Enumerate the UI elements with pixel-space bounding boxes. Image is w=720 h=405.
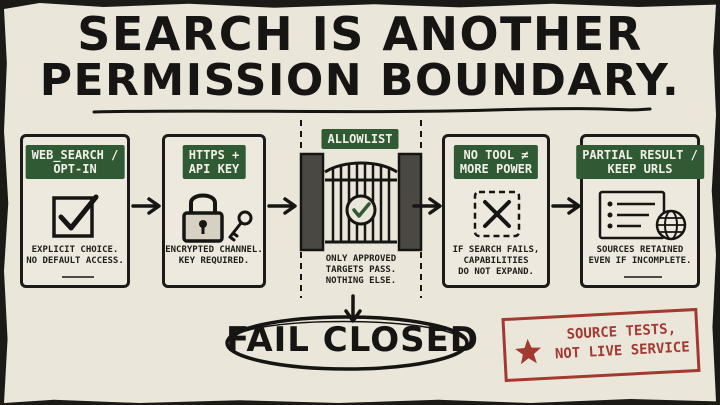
caption-no-tool-3: DO NOT EXPAND.	[458, 267, 534, 277]
title-underline	[92, 107, 652, 114]
caption-no-tool-1: IF SEARCH FAILS,	[452, 245, 540, 255]
gate-icon	[299, 152, 423, 252]
arrow-right-icon	[131, 197, 161, 215]
step-label-opt-in: WEB_SEARCH / OPT-IN	[25, 145, 125, 179]
arrow-right-icon	[551, 197, 581, 215]
arrow-right-icon	[412, 197, 442, 215]
title-line-1: SEARCH IS ANOTHER	[77, 7, 643, 61]
step-label-no-tool: NO TOOL ≠ MORE POWER	[453, 145, 539, 179]
step-card-partial-result: PARTIAL RESULT / KEEP URLS SOURCES RETAI…	[576, 134, 704, 288]
step-label-https: HTTPS + API KEY	[182, 145, 246, 179]
caption-https-2: KEY REQUIRED.	[178, 256, 250, 266]
caption-no-tool-2: CAPABILITIES	[463, 256, 529, 266]
key-icon	[228, 210, 253, 242]
source-tests-stamp: SOURCE TESTS, NOT LIVE SERVICE	[501, 307, 701, 383]
title-line-2: PERMISSION BOUNDARY.	[39, 55, 681, 106]
step-card-opt-in: WEB_SEARCH / OPT-IN EXPLICIT CHOICE. NO …	[20, 134, 130, 288]
checkbox-icon	[52, 194, 99, 238]
caption-allowlist-2: TARGETS PASS.	[325, 265, 397, 275]
caption-allowlist-3: NOTHING ELSE.	[325, 276, 397, 286]
step-label-allowlist: ALLOWLIST	[321, 129, 399, 149]
step-card-https: HTTPS + API KEY ENCRYPTED CHANNEL. KEY R…	[162, 134, 266, 288]
caption-opt-in-1: EXPLICIT CHOICE.	[31, 245, 119, 255]
fail-closed-text: FAIL CLOSED	[226, 320, 480, 360]
arrow-right-icon	[267, 197, 297, 215]
fail-closed-ellipse	[225, 315, 469, 371]
caption-partial-result-2: EVEN IF INCOMPLETE.	[588, 256, 692, 266]
document-globe-icon	[598, 190, 687, 241]
star-icon	[515, 338, 542, 365]
step-card-no-tool: NO TOOL ≠ MORE POWER IF SEARCH FAILS, CA…	[442, 134, 550, 288]
caption-opt-in-2: NO DEFAULT ACCESS.	[26, 256, 124, 266]
x-box-icon	[473, 190, 521, 238]
padlock-icon	[182, 193, 224, 243]
caption-https-1: ENCRYPTED CHANNEL.	[165, 245, 263, 255]
caption-allowlist-1: ONLY APPROVED	[325, 254, 397, 264]
caption-partial-result-1: SOURCES RETAINED	[596, 245, 684, 255]
step-label-partial-result: PARTIAL RESULT / KEEP URLS	[576, 145, 704, 179]
